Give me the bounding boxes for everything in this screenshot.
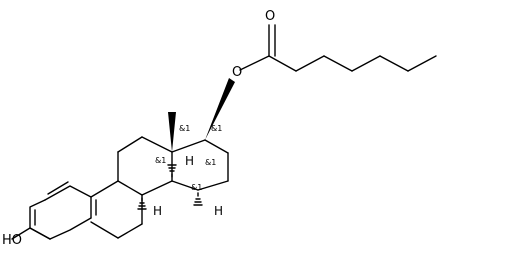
heptanoate-chain xyxy=(239,24,437,72)
ring-c xyxy=(117,136,173,196)
hydroxyl-label: HO xyxy=(2,233,22,248)
stereo-label-c8: &1 xyxy=(191,183,202,192)
carbonyl-oxygen-label: O xyxy=(265,9,275,24)
ester-wedge xyxy=(205,78,235,140)
stereo-label-c9: &1 xyxy=(155,156,166,165)
ring-d xyxy=(171,139,229,191)
stereo-label-c17: &1 xyxy=(211,124,222,133)
methyl-wedge xyxy=(168,112,176,152)
hash-bond-c8 xyxy=(167,164,177,178)
hydroxyl-bond xyxy=(11,227,31,240)
hydrogen-label-c9: H xyxy=(153,204,162,218)
ring-a-aromatic xyxy=(29,181,97,240)
ring-b xyxy=(90,180,143,239)
hash-bond-c9 xyxy=(137,197,147,210)
hydrogen-label-c8: H xyxy=(185,154,194,168)
stereo-label-c13: &1 xyxy=(179,124,190,133)
hydrogen-label-c14: H xyxy=(214,204,223,218)
ester-oxygen-label: O xyxy=(232,65,242,80)
double-bond-line xyxy=(47,181,69,195)
hash-bond-c14 xyxy=(193,192,203,206)
stereo-label-c14: &1 xyxy=(205,158,216,167)
